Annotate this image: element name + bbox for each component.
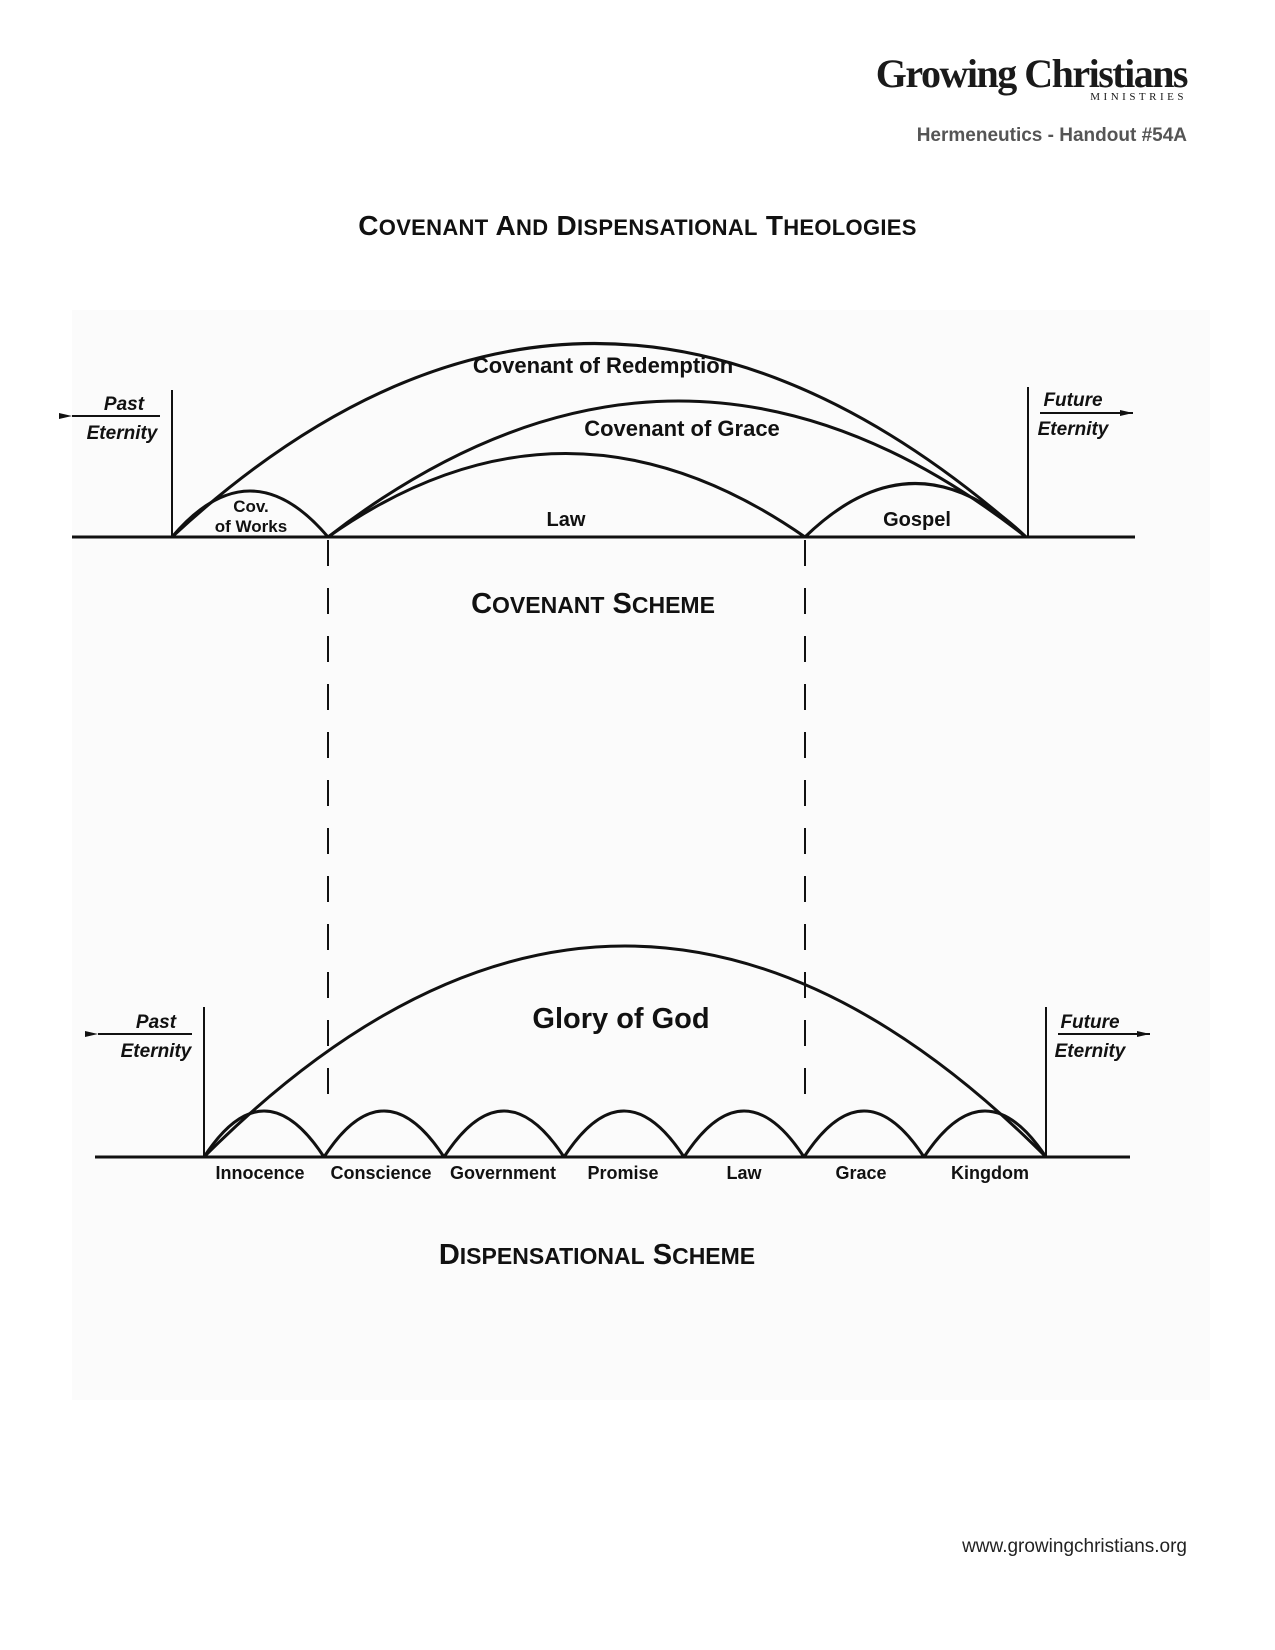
logo-sub-text: MINISTRIES — [1090, 91, 1187, 103]
covenant-future-eternity-label: Eternity — [1038, 419, 1110, 440]
arc-covenant-of-redemption — [170, 342, 1027, 539]
title-part: OVENANT — [378, 215, 489, 240]
arc-grace — [802, 1109, 926, 1158]
period-label: Promise — [587, 1163, 658, 1183]
arc-promise — [562, 1109, 686, 1158]
covenant-scheme — [59, 342, 1135, 539]
label-covenant-of-redemption: Covenant of Redemption — [473, 353, 733, 378]
arc-conscience — [322, 1109, 446, 1158]
period-label: Grace — [835, 1163, 886, 1183]
arc-kingdom — [922, 1109, 1048, 1158]
covenant-future-label: Future — [1043, 390, 1103, 411]
arc-glory-of-god — [202, 944, 1048, 1159]
scheme-title-part: C — [471, 588, 492, 620]
scheme-title-part: CHEME — [672, 1243, 755, 1269]
label-glory-of-god: Glory of God — [532, 1003, 709, 1035]
label-cov: Cov. — [233, 497, 269, 516]
covenant-past-label: Past — [104, 394, 145, 415]
title-part: T — [757, 210, 784, 241]
footer-url: www.growingchristians.org — [962, 1536, 1187, 1557]
dispensational-future-eternity-label: Eternity — [1055, 1041, 1127, 1062]
period-label: Government — [450, 1163, 556, 1183]
title-part: ND — [516, 215, 549, 240]
period-label: Kingdom — [951, 1163, 1029, 1183]
period-label: Innocence — [215, 1163, 304, 1183]
title-part: HEOLOGIES — [783, 215, 917, 240]
scheme-title-part: D — [439, 1239, 460, 1271]
period-label: Law — [726, 1163, 762, 1183]
label-gospel: Gospel — [883, 509, 951, 531]
scheme-title-part: S — [645, 1239, 672, 1271]
logo: Growing Christians MINISTRIES — [875, 51, 1189, 104]
covenant-scheme-title: COVENANT SCHEME — [471, 588, 715, 620]
title-part: C — [358, 210, 379, 241]
arc-government — [442, 1109, 566, 1158]
title-part: ISPENSATIONAL — [577, 215, 758, 240]
scheme-title-part: CHEME — [632, 592, 715, 618]
arc-covenant-of-grace — [327, 399, 1027, 539]
dispensational-future-label: Future — [1060, 1012, 1120, 1033]
dispensational-past-eternity-label: Eternity — [121, 1041, 193, 1062]
scheme-title-part: ISPENSATIONAL — [460, 1243, 645, 1269]
handout-label: Hermeneutics - Handout #54A — [916, 125, 1187, 146]
dispensational-scheme-title: DISPENSATIONAL SCHEME — [439, 1239, 755, 1271]
scheme-title-part: OVENANT — [492, 592, 604, 618]
label-covenant-of-grace: Covenant of Grace — [584, 416, 780, 441]
arc-law-dispensation — [682, 1109, 806, 1158]
scheme-title-part: S — [604, 588, 631, 620]
title-part: A — [488, 210, 517, 241]
label-law: Law — [547, 509, 586, 531]
label-of-works: of Works — [215, 517, 287, 536]
period-label: Conscience — [330, 1163, 431, 1183]
dispensational-past-label: Past — [136, 1012, 177, 1033]
arc-covenant-of-works — [170, 489, 330, 538]
arc-gospel — [803, 482, 1028, 539]
page-title: COVENANT AND DISPENSATIONAL THEOLOGIES — [0, 210, 1275, 242]
arc-law — [327, 452, 806, 539]
logo-main-text: Growing Christians — [875, 51, 1189, 96]
arc-innocence — [202, 1109, 326, 1158]
covenant-past-eternity-label: Eternity — [87, 423, 159, 444]
dispensational-scheme — [85, 944, 1150, 1159]
title-part: D — [548, 210, 578, 241]
